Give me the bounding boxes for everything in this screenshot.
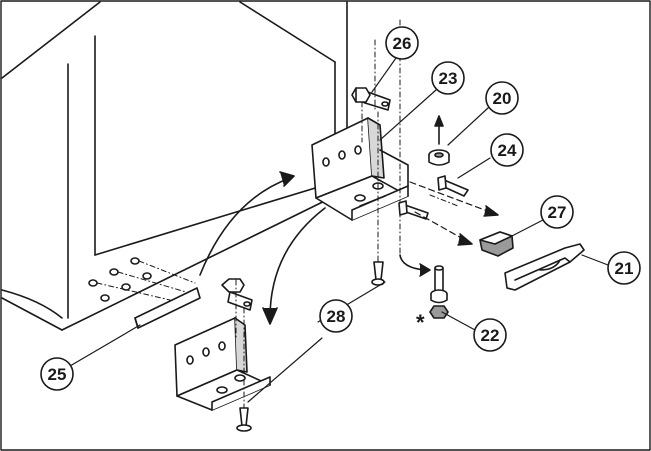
callout-label-26: 26: [393, 34, 412, 53]
screw-part: [371, 259, 385, 286]
leader-lines: [69, 57, 609, 403]
callout-label-23: 23: [439, 69, 458, 88]
callout-21: 21: [607, 251, 641, 285]
callout-label-24: 24: [498, 141, 517, 160]
callout-23: 23: [431, 61, 465, 95]
handle-part: [504, 243, 585, 291]
callout-label-28: 28: [327, 307, 346, 326]
callout-label-25: 25: [48, 365, 67, 384]
arrow-lines: [409, 181, 499, 246]
transfer-arrows: [199, 171, 326, 325]
cover-cap-part: [479, 231, 514, 257]
callout-20: 20: [485, 81, 519, 115]
callout-22: 22: [473, 318, 507, 352]
upper-hinge: [311, 117, 409, 221]
pin-part: [399, 254, 449, 319]
upper-bracket-part: [351, 39, 391, 143]
callout-26: 26: [385, 26, 419, 60]
callout-25: 25: [40, 357, 74, 391]
callout-27: 27: [540, 195, 574, 229]
cap-part: [428, 115, 450, 166]
callout-label-27: 27: [548, 203, 567, 222]
lower-bracket-part: [221, 278, 253, 421]
callout-24: 24: [490, 133, 524, 167]
appliance-cabinet: [1, 1, 348, 331]
callout-label-21: 21: [615, 259, 634, 278]
callout-28: 28: [319, 299, 353, 333]
lower-screw-part: [236, 407, 252, 432]
asterisk-mark: *: [416, 310, 425, 335]
cabinet-holes: [88, 257, 196, 302]
callout-label-22: 22: [481, 326, 500, 345]
callout-label-20: 20: [493, 89, 512, 108]
lower-hinge: [174, 317, 271, 411]
